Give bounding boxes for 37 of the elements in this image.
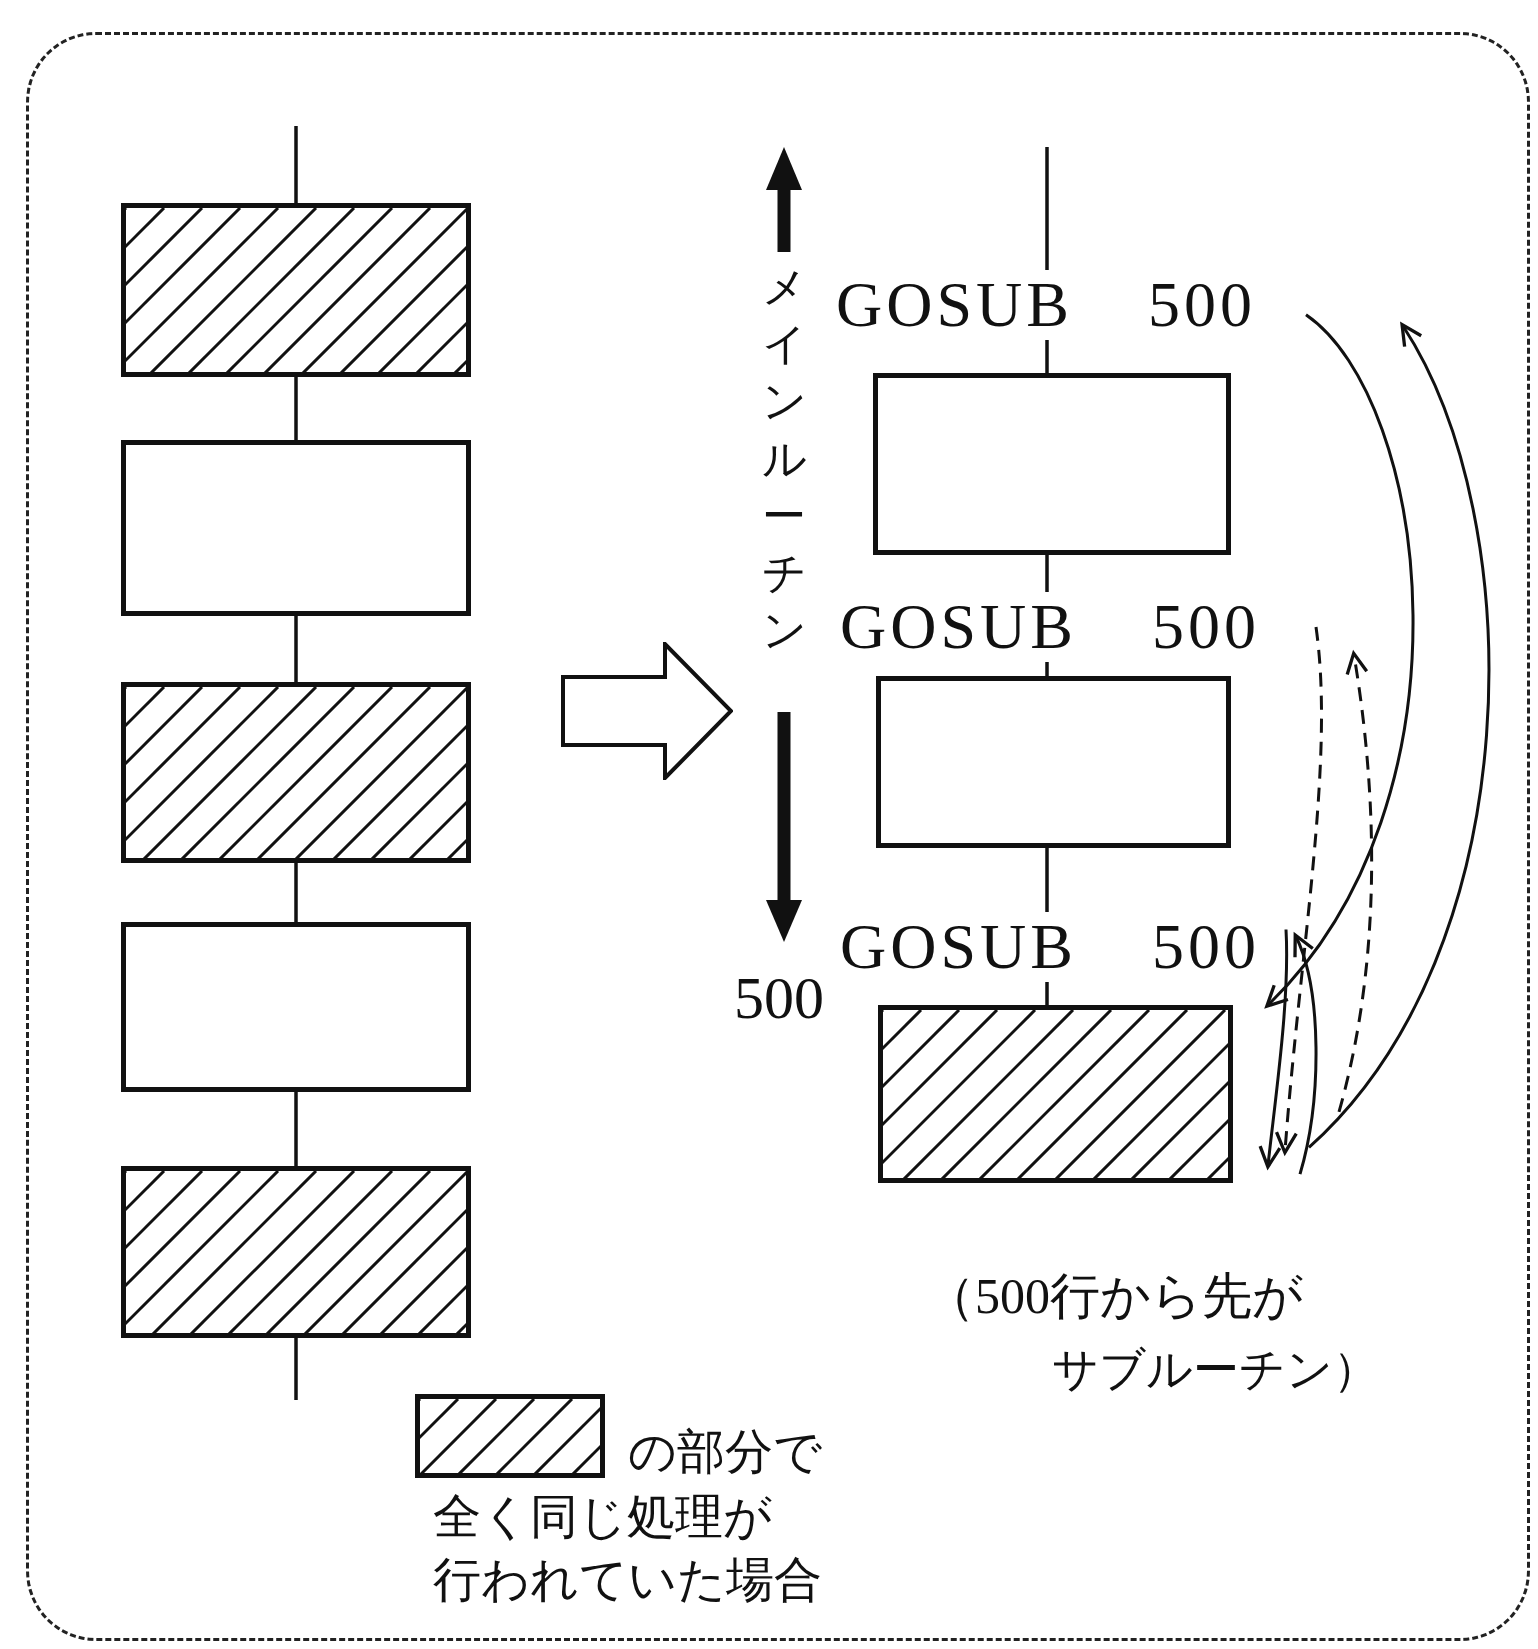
connector-line [294, 1338, 298, 1400]
connector-line [294, 616, 298, 682]
curved-arrow [1266, 313, 1415, 1008]
block-arrow [561, 642, 733, 780]
connector-line [294, 1092, 298, 1166]
connector-line [294, 377, 298, 440]
connector-line [1045, 848, 1049, 912]
legend-text: 全く同じ処理が [433, 1488, 772, 1546]
vertical-label: メインルーチン [762, 260, 806, 658]
hatched-block [121, 682, 471, 863]
statement-text: GOSUB 500 [836, 270, 1256, 340]
process-block [873, 373, 1231, 555]
connector-line [1045, 147, 1049, 270]
connector-line [294, 126, 298, 203]
process-block [876, 676, 1231, 848]
legend-text: 行われていた場合 [433, 1551, 822, 1609]
connector-line [1045, 555, 1049, 592]
curved-arrow [1292, 934, 1318, 1175]
hatched-block [121, 203, 471, 377]
statement-text: GOSUB 500 [840, 912, 1260, 982]
line-number: 500 [734, 964, 824, 1033]
dashed-arrow [1275, 626, 1323, 1154]
connector-line [1045, 340, 1049, 373]
process-block [121, 440, 471, 616]
connector-line [1045, 982, 1049, 1005]
hatched-block [878, 1005, 1233, 1183]
legend-text: の部分で [628, 1423, 822, 1481]
dashed-arrow [1337, 652, 1374, 1113]
curved-arrow [1259, 929, 1289, 1168]
note-text: （500行から先が [925, 1267, 1303, 1326]
hatched-block [121, 1166, 471, 1338]
statement-text: GOSUB 500 [840, 592, 1260, 662]
process-block [121, 922, 471, 1092]
curved-arrow [1307, 323, 1491, 1149]
note-text: サブルーチン） [1052, 1342, 1379, 1398]
connector-line [1045, 662, 1049, 676]
connector-line [294, 863, 298, 922]
